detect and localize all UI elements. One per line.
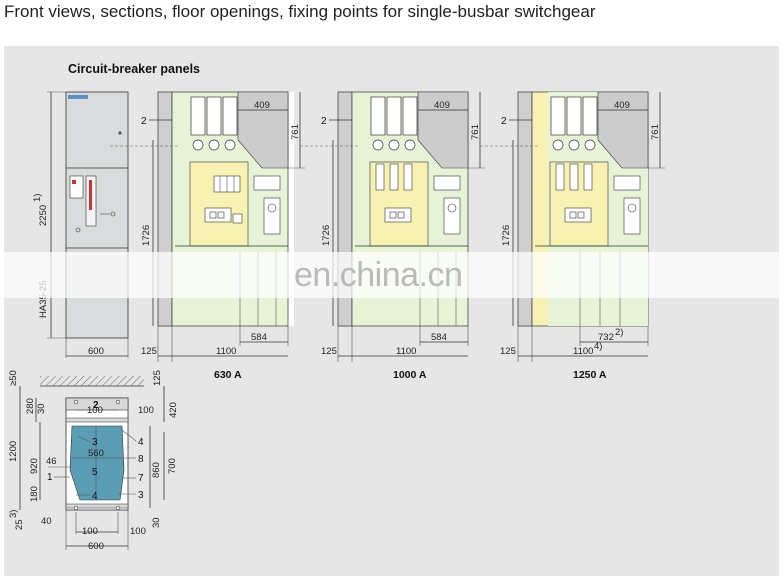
floor-plan-dim-125: 125 — [152, 370, 163, 386]
section-1250a-top-width: 409 — [614, 100, 630, 111]
page-title: Front views, sections, floor openings, f… — [4, 2, 596, 21]
floor-plan-callout-8: 8 — [138, 454, 144, 465]
floor-plan-callout-4-top: 4 — [138, 437, 144, 448]
floor-plan-dim-46: 46 — [46, 456, 57, 467]
floor-plan-dim-30b: 30 — [151, 517, 162, 528]
front-view-control-panel — [69, 175, 84, 199]
floor-plan-dim-280: 280 — [25, 398, 36, 414]
section-1250a-bottom-inner: 732 — [598, 332, 614, 343]
floor-plan-dim-560: 560 — [88, 448, 104, 459]
section-1000a-top-width: 409 — [434, 100, 450, 111]
section-630a-top-width: 409 — [254, 100, 270, 111]
section-1000a-side-height: 1726 — [321, 225, 332, 246]
floor-plan-dim-40: 40 — [41, 516, 52, 527]
front-view-cabinet — [65, 91, 129, 339]
floor-plan-callout-5: 5 — [92, 467, 98, 478]
front-view-width-label: 600 — [88, 346, 104, 357]
section-630a-top-height: 761 — [290, 124, 301, 140]
floor-plan-callout-1: 1 — [47, 472, 53, 483]
floor-plan-dim-100c: 100 — [82, 526, 98, 537]
floor-plan-dim-25-note: 3) — [8, 510, 19, 518]
section-1000a-rating: 1000 A — [393, 369, 427, 381]
floor-plan-dim-700: 700 — [167, 458, 178, 474]
floor-plan-callout-4-bottom: 4 — [92, 491, 98, 502]
section-1000a: 2 409 761 1726 584 125 1100 1000 A — [300, 91, 485, 381]
floor-plan-callout-2: 2 — [93, 400, 99, 411]
section-1250a: 2 409 761 1726 732 2) 125 1100 4) 1250 A — [480, 91, 665, 381]
floor-plan-cable-opening — [69, 425, 125, 501]
floor-plan: 2 3 4 5 8 1 7 4 3 ≥50 1200 280 30 920 — [8, 370, 179, 552]
section-630a-bottom-inner: 584 — [251, 332, 267, 343]
floor-plan-callout-7: 7 — [138, 473, 144, 484]
floor-plan-dim-ge50: ≥50 — [8, 370, 19, 386]
watermark-text: en.china.cn — [294, 256, 463, 294]
floor-plan-dim-25: 25 — [14, 519, 25, 530]
section-1250a-side-height: 1726 — [501, 225, 512, 246]
floor-plan-callout-3-top: 3 — [92, 437, 98, 448]
floor-plan-callout-3-bottom: 3 — [138, 490, 144, 501]
section-1250a-left-gap: 125 — [500, 346, 516, 357]
watermark-band — [0, 252, 783, 298]
floor-plan-dim-100a: 100 — [87, 405, 103, 416]
section-1000a-top-height: 761 — [470, 124, 481, 140]
floor-plan-dim-100d: 100 — [130, 526, 146, 537]
front-view-height-label: 2250 — [38, 205, 49, 226]
section-630a-side-height: 1726 — [141, 225, 152, 246]
section-1000a-depth: 1100 — [396, 346, 416, 357]
floor-plan-dim-30a: 30 — [36, 403, 47, 414]
section-subtitle: Circuit-breaker panels — [68, 62, 200, 76]
floor-plan-dim-860: 860 — [151, 462, 162, 478]
floor-plan-wall — [40, 376, 144, 386]
section-630a-rating: 630 A — [214, 369, 242, 381]
floor-plan-dim-100b: 100 — [138, 405, 154, 416]
section-1000a-bottom-inner: 584 — [431, 332, 447, 343]
section-1250a-depth: 1100 — [573, 346, 593, 357]
floor-plan-dim-1200: 1200 — [8, 441, 19, 462]
floor-plan-dim-180: 180 — [29, 486, 40, 502]
section-1250a-bottom-note: 2) — [615, 327, 623, 338]
section-1000a-callout: 2 — [321, 116, 327, 127]
section-1250a-top-height: 761 — [650, 124, 661, 140]
section-630a-callout: 2 — [141, 116, 147, 127]
front-view-logo — [68, 95, 88, 99]
floor-plan-dim-600: 600 — [88, 541, 104, 552]
floor-plan-dim-420: 420 — [168, 402, 179, 418]
section-630a: 2 409 761 1726 584 125 1100 630 — [110, 91, 305, 381]
front-view-side-code: HA35-25 — [38, 281, 49, 319]
section-630a-depth: 1100 — [216, 346, 236, 357]
front-view-height-note: 1) — [32, 194, 43, 202]
section-1250a-depth-note: 4) — [594, 341, 602, 352]
section-1250a-callout: 2 — [501, 116, 507, 127]
floor-plan-dim-920: 920 — [29, 458, 40, 474]
section-1000a-left-gap: 125 — [321, 346, 337, 357]
section-1250a-rating: 1250 A — [573, 369, 607, 381]
section-630a-left-gap: 125 — [141, 346, 157, 357]
front-view: 2250 1) HA35-25 600 — [32, 91, 129, 358]
